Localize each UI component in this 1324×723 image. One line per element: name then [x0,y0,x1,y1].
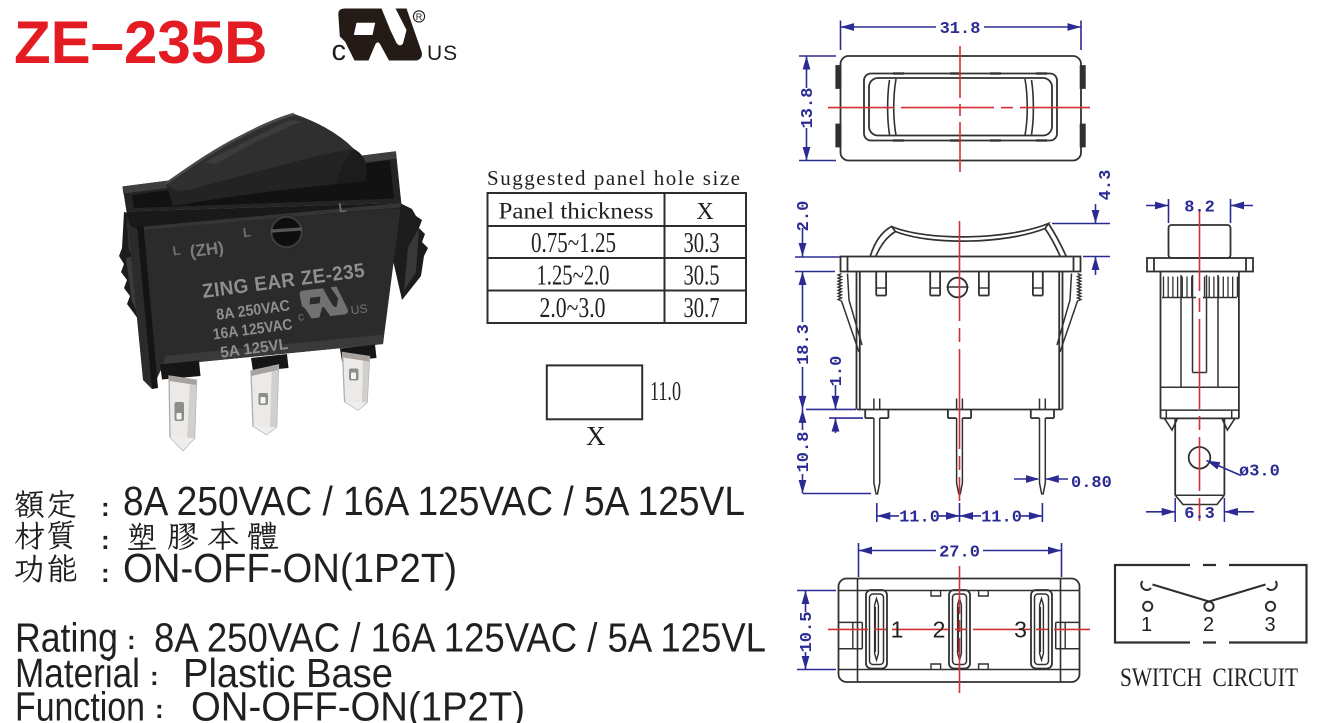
svg-text:1.0: 1.0 [828,356,847,387]
svg-text:SWITCH CIRCUIT: SWITCH CIRCUIT [1120,663,1298,692]
svg-text:4.3: 4.3 [1097,170,1116,201]
svg-text:31.8: 31.8 [940,20,981,39]
svg-text::: : [127,625,136,655]
svg-text:Rating: Rating [15,615,118,661]
svg-text::: : [101,558,110,588]
svg-text:2: 2 [933,617,946,643]
svg-text:L: L [172,243,182,259]
svg-text:2.0~3.0: 2.0~3.0 [540,293,606,324]
svg-text:US: US [350,301,368,317]
svg-text:1: 1 [1141,614,1152,636]
svg-text:3: 3 [1264,614,1275,636]
svg-text:18.3: 18.3 [795,324,814,365]
svg-text::: : [101,525,110,555]
svg-text:30.7: 30.7 [684,293,720,324]
svg-text:30.5: 30.5 [684,261,720,292]
svg-text:10.8: 10.8 [795,432,814,473]
svg-text::: : [155,694,164,723]
svg-text::: : [150,661,159,691]
svg-text:Panel thickness: Panel thickness [499,199,654,224]
svg-text:8A 250VAC / 16A 125VAC / 5A 12: 8A 250VAC / 16A 125VAC / 5A 125VL [154,615,766,661]
svg-text:0.75~1.25: 0.75~1.25 [531,228,616,259]
svg-text:11.0: 11.0 [650,376,681,406]
svg-text:c: c [297,309,305,324]
svg-text:(ZH): (ZH) [189,238,225,261]
svg-text:c: c [332,35,347,67]
svg-text:1.25~2.0: 1.25~2.0 [537,261,610,292]
svg-text:2: 2 [1203,614,1214,636]
svg-text:8A 250VAC / 16A 125VAC / 5A 12: 8A 250VAC / 16A 125VAC / 5A 125VL [123,478,745,524]
svg-text:US: US [427,42,458,65]
svg-text:2.0: 2.0 [795,201,814,232]
svg-text:ON-OFF-ON(1P2T): ON-OFF-ON(1P2T) [123,545,457,591]
svg-text:11.0: 11.0 [899,509,940,528]
svg-text:L: L [242,224,252,240]
svg-text:ON-OFF-ON(1P2T): ON-OFF-ON(1P2T) [191,684,525,723]
svg-text:ø3.0: ø3.0 [1239,463,1280,482]
svg-text:30.3: 30.3 [684,228,720,259]
svg-text:27.0: 27.0 [939,544,980,563]
svg-text:6.3: 6.3 [1184,505,1215,524]
svg-text:8.2: 8.2 [1184,199,1215,218]
svg-text:X: X [696,199,713,225]
svg-text:X: X [586,421,606,451]
svg-text:Suggested panel hole size: Suggested panel hole size [487,166,740,190]
svg-text:Material: Material [15,650,140,696]
svg-text:13.8: 13.8 [799,88,818,129]
svg-text::: : [101,492,110,522]
svg-text:0.80: 0.80 [1071,474,1112,493]
svg-text:10.5: 10.5 [798,612,817,653]
svg-text:1: 1 [891,617,904,643]
svg-text:Plastic Base: Plastic Base [183,650,393,696]
svg-text:R: R [416,12,423,22]
svg-text:Function: Function [15,684,145,723]
svg-text:L: L [338,200,348,216]
svg-text:3: 3 [1014,617,1027,643]
svg-text:11.0: 11.0 [981,509,1022,528]
